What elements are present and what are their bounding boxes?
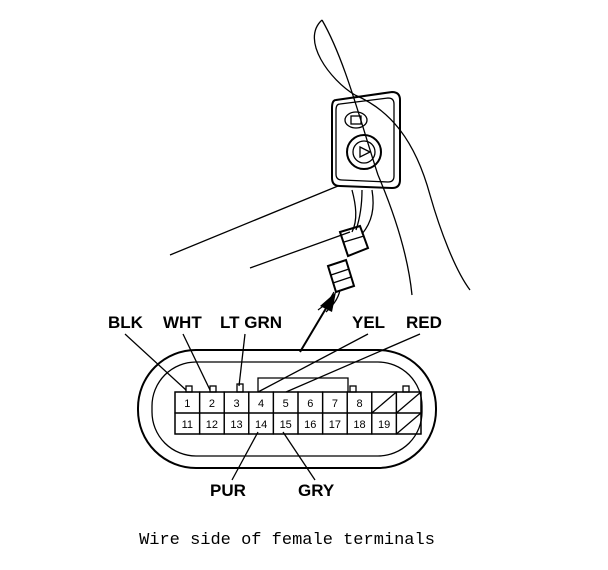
- pin-number: 19: [378, 419, 390, 431]
- label-yel: YEL: [352, 313, 385, 332]
- wire-labels: BLK WHT LT GRN YEL RED PUR GRY: [108, 313, 442, 500]
- pin-number: 5: [283, 398, 289, 410]
- blocked-cavity-mark: [395, 391, 422, 414]
- door-panel-outline: [169, 19, 471, 296]
- pin-number: 15: [280, 419, 292, 431]
- view-arrow: [299, 292, 336, 353]
- pin-number: 7: [332, 398, 338, 410]
- label-wht: WHT: [163, 313, 202, 332]
- wire-harness: [317, 189, 374, 313]
- pin-number: 8: [356, 398, 362, 410]
- pin-number: 2: [209, 398, 215, 410]
- pin-number: 11: [182, 419, 193, 431]
- mirror-switch: [331, 90, 401, 190]
- pin-number: 18: [353, 419, 365, 431]
- pin-number: 6: [307, 398, 313, 410]
- pin-number: 1: [184, 398, 190, 410]
- blocked-cavity-mark: [371, 391, 397, 414]
- label-blk: BLK: [108, 313, 144, 332]
- pin-number: 16: [304, 419, 316, 431]
- blocked-cavity-mark: [395, 412, 422, 435]
- label-red: RED: [406, 313, 442, 332]
- leader-lines: [124, 333, 421, 481]
- label-pur: PUR: [210, 481, 246, 500]
- label-gry: GRY: [298, 481, 335, 500]
- label-lt-grn: LT GRN: [220, 313, 282, 332]
- pin-number: 12: [206, 419, 218, 431]
- pin-cell: [395, 412, 422, 435]
- pin-number: 3: [233, 398, 239, 410]
- pin-number: 17: [329, 419, 341, 431]
- caption: Wire side of female terminals: [139, 531, 435, 550]
- pin-number: 14: [255, 419, 267, 431]
- pin-number: 13: [230, 419, 242, 431]
- pin-number: 4: [258, 398, 264, 410]
